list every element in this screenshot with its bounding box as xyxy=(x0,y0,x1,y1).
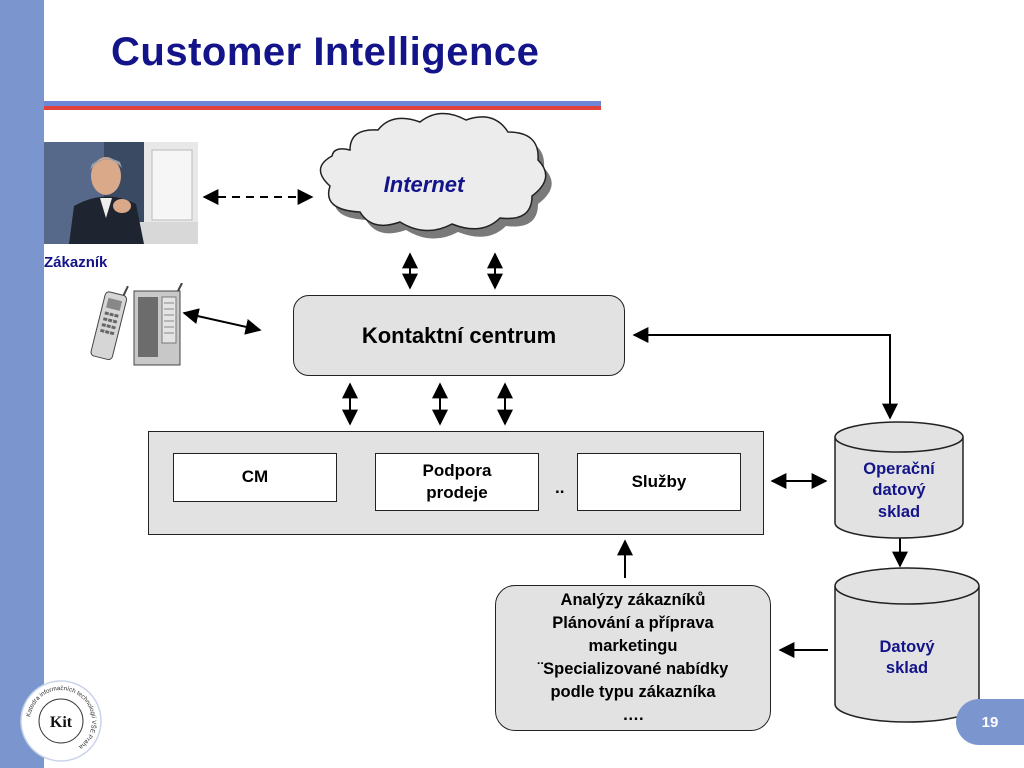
page-number: 19 xyxy=(956,699,1024,745)
customer-photo xyxy=(44,142,198,244)
arrow-contact-operational xyxy=(632,327,898,420)
analyses-line-4: ¨Specializované nabídky xyxy=(537,660,729,678)
data-warehouse-label: Datový sklad xyxy=(835,637,979,680)
data-warehouse-line-1: Datový xyxy=(879,638,935,656)
kit-logo: Katedra informačních technologií VŠE Pra… xyxy=(20,680,102,762)
analyses-line-2: Plánování a příprava xyxy=(552,613,714,632)
title-rule-blue xyxy=(44,101,601,106)
logo-text: Kit xyxy=(50,714,73,731)
title-rule-red xyxy=(44,106,601,110)
internet-cloud-body xyxy=(319,112,547,232)
data-warehouse-line-2: sklad xyxy=(885,659,929,678)
customer-label: Zákazník xyxy=(44,254,108,271)
ellipsis-label: .. xyxy=(555,478,565,497)
sales-support-box: Podpora prodeje xyxy=(375,453,539,511)
contact-center-label: Kontaktní centrum xyxy=(361,322,557,348)
services-box: Služby xyxy=(577,453,741,511)
operational-store-line-3: sklad xyxy=(877,502,921,521)
operational-store-line-2: datový xyxy=(872,481,926,500)
left-stripe xyxy=(0,0,44,768)
operational-store-label: Operační datový sklad xyxy=(835,459,963,523)
customer-analyses-box: Analýzy zákazníků Plánování a příprava m… xyxy=(495,585,771,731)
analyses-line-3: marketingu xyxy=(588,636,678,655)
sales-support-label-2: prodeje xyxy=(426,483,488,502)
cm-label: CM xyxy=(241,467,269,487)
telephone-icon xyxy=(90,282,186,367)
services-label: Služby xyxy=(631,471,687,491)
page-number-text: 19 xyxy=(981,713,999,731)
arrow-phone-contact xyxy=(182,308,262,335)
analyses-line-6: …. xyxy=(622,706,644,725)
contact-center-box: Kontaktní centrum xyxy=(293,295,625,376)
analyses-line-1: Analýzy zákazníků xyxy=(560,590,706,609)
operational-store-cylinder xyxy=(834,421,964,539)
cm-box: CM xyxy=(173,453,337,502)
sales-support-label-1: Podpora xyxy=(422,460,492,480)
operational-store-line-1: Operační xyxy=(863,460,935,478)
slide-title: Customer Intelligence xyxy=(111,30,540,74)
internet-label: Internet xyxy=(384,172,466,197)
analyses-line-5: podle typu zákazníka xyxy=(550,683,716,702)
